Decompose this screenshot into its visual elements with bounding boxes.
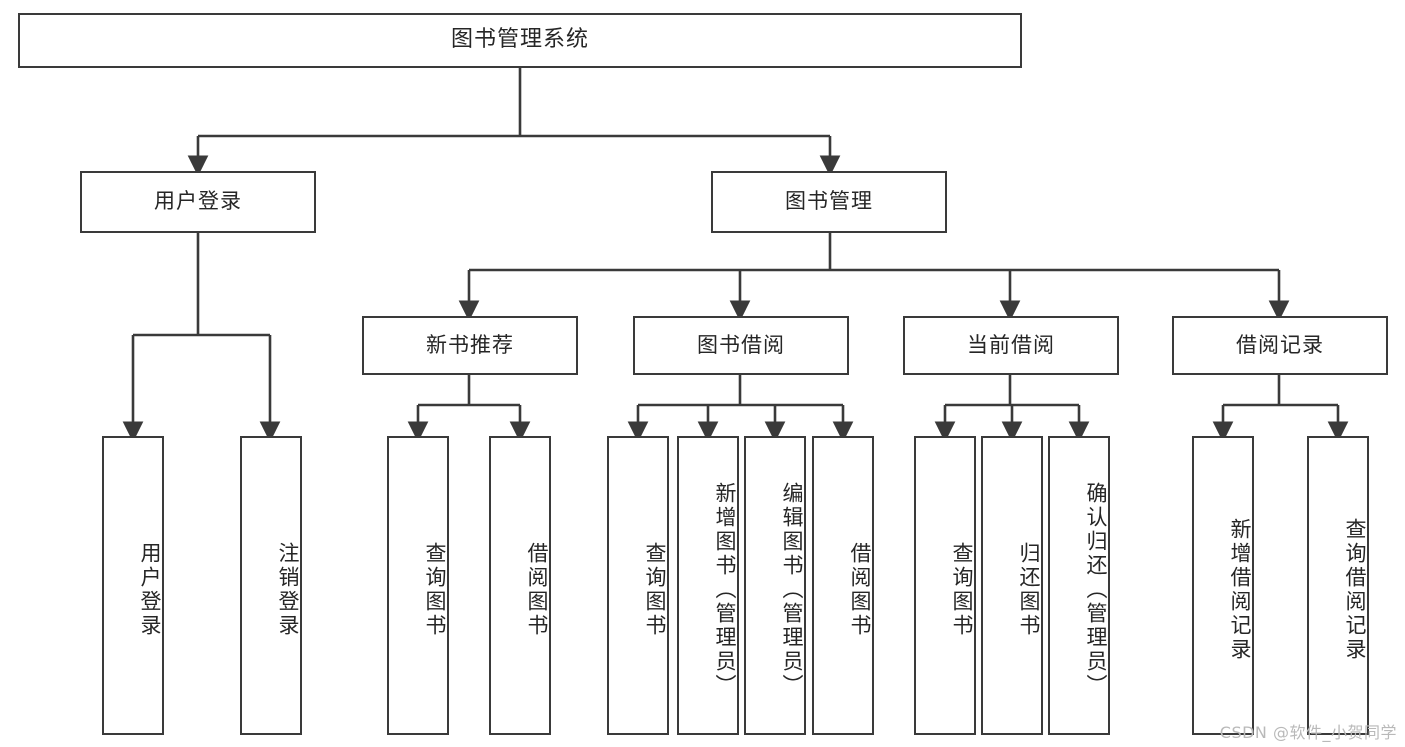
leaf-query-book-1[interactable]: 查询图书 <box>387 436 449 735</box>
leaf-query-record-label: 查询借阅记录 <box>1343 517 1367 662</box>
node-current-borrow[interactable]: 当前借阅 <box>903 316 1119 375</box>
leaf-query-book-2[interactable]: 查询图书 <box>607 436 669 735</box>
node-current-borrow-label: 当前借阅 <box>967 332 1055 357</box>
node-root[interactable]: 图书管理系统 <box>18 13 1022 68</box>
leaf-return-book[interactable]: 归还图书 <box>981 436 1043 735</box>
node-book-manage-label: 图书管理 <box>785 189 873 214</box>
leaf-add-record[interactable]: 新增借阅记录 <box>1192 436 1254 735</box>
leaf-borrow-book-2-label: 借阅图书 <box>848 541 872 638</box>
leaf-borrow-book-1-label: 借阅图书 <box>525 541 549 638</box>
node-new-book-recommend[interactable]: 新书推荐 <box>362 316 578 375</box>
leaf-user-logout-label: 注销登录 <box>276 541 300 638</box>
leaf-user-logout[interactable]: 注销登录 <box>240 436 302 735</box>
node-borrow-record-label: 借阅记录 <box>1236 332 1324 357</box>
leaf-add-book[interactable]: 新增图书（管理员） <box>677 436 739 735</box>
node-new-book-recommend-label: 新书推荐 <box>426 332 514 357</box>
leaf-user-login[interactable]: 用户登录 <box>102 436 164 735</box>
leaf-return-book-label: 归还图书 <box>1017 541 1041 638</box>
leaf-add-record-label: 新增借阅记录 <box>1228 517 1252 662</box>
node-user-login-label: 用户登录 <box>154 189 242 214</box>
leaf-query-book-1-label: 查询图书 <box>423 541 447 638</box>
node-book-borrow[interactable]: 图书借阅 <box>633 316 849 375</box>
leaf-query-book-3-label: 查询图书 <box>950 541 974 638</box>
node-borrow-record[interactable]: 借阅记录 <box>1172 316 1388 375</box>
leaf-borrow-book-1[interactable]: 借阅图书 <box>489 436 551 735</box>
leaf-borrow-book-2[interactable]: 借阅图书 <box>812 436 874 735</box>
leaf-confirm-return-label: 确认归还（管理员） <box>1084 481 1108 698</box>
leaf-query-book-2-label: 查询图书 <box>643 541 667 638</box>
leaf-user-login-label: 用户登录 <box>138 541 162 638</box>
leaf-add-book-label: 新增图书（管理员） <box>713 481 737 698</box>
leaf-query-record[interactable]: 查询借阅记录 <box>1307 436 1369 735</box>
node-root-label: 图书管理系统 <box>450 27 589 53</box>
leaf-query-book-3[interactable]: 查询图书 <box>914 436 976 735</box>
leaf-edit-book-label: 编辑图书（管理员） <box>780 481 804 698</box>
leaf-edit-book[interactable]: 编辑图书（管理员） <box>744 436 806 735</box>
leaf-confirm-return[interactable]: 确认归还（管理员） <box>1048 436 1110 735</box>
node-book-borrow-label: 图书借阅 <box>697 332 785 357</box>
node-book-manage[interactable]: 图书管理 <box>711 171 947 233</box>
node-user-login[interactable]: 用户登录 <box>80 171 316 233</box>
